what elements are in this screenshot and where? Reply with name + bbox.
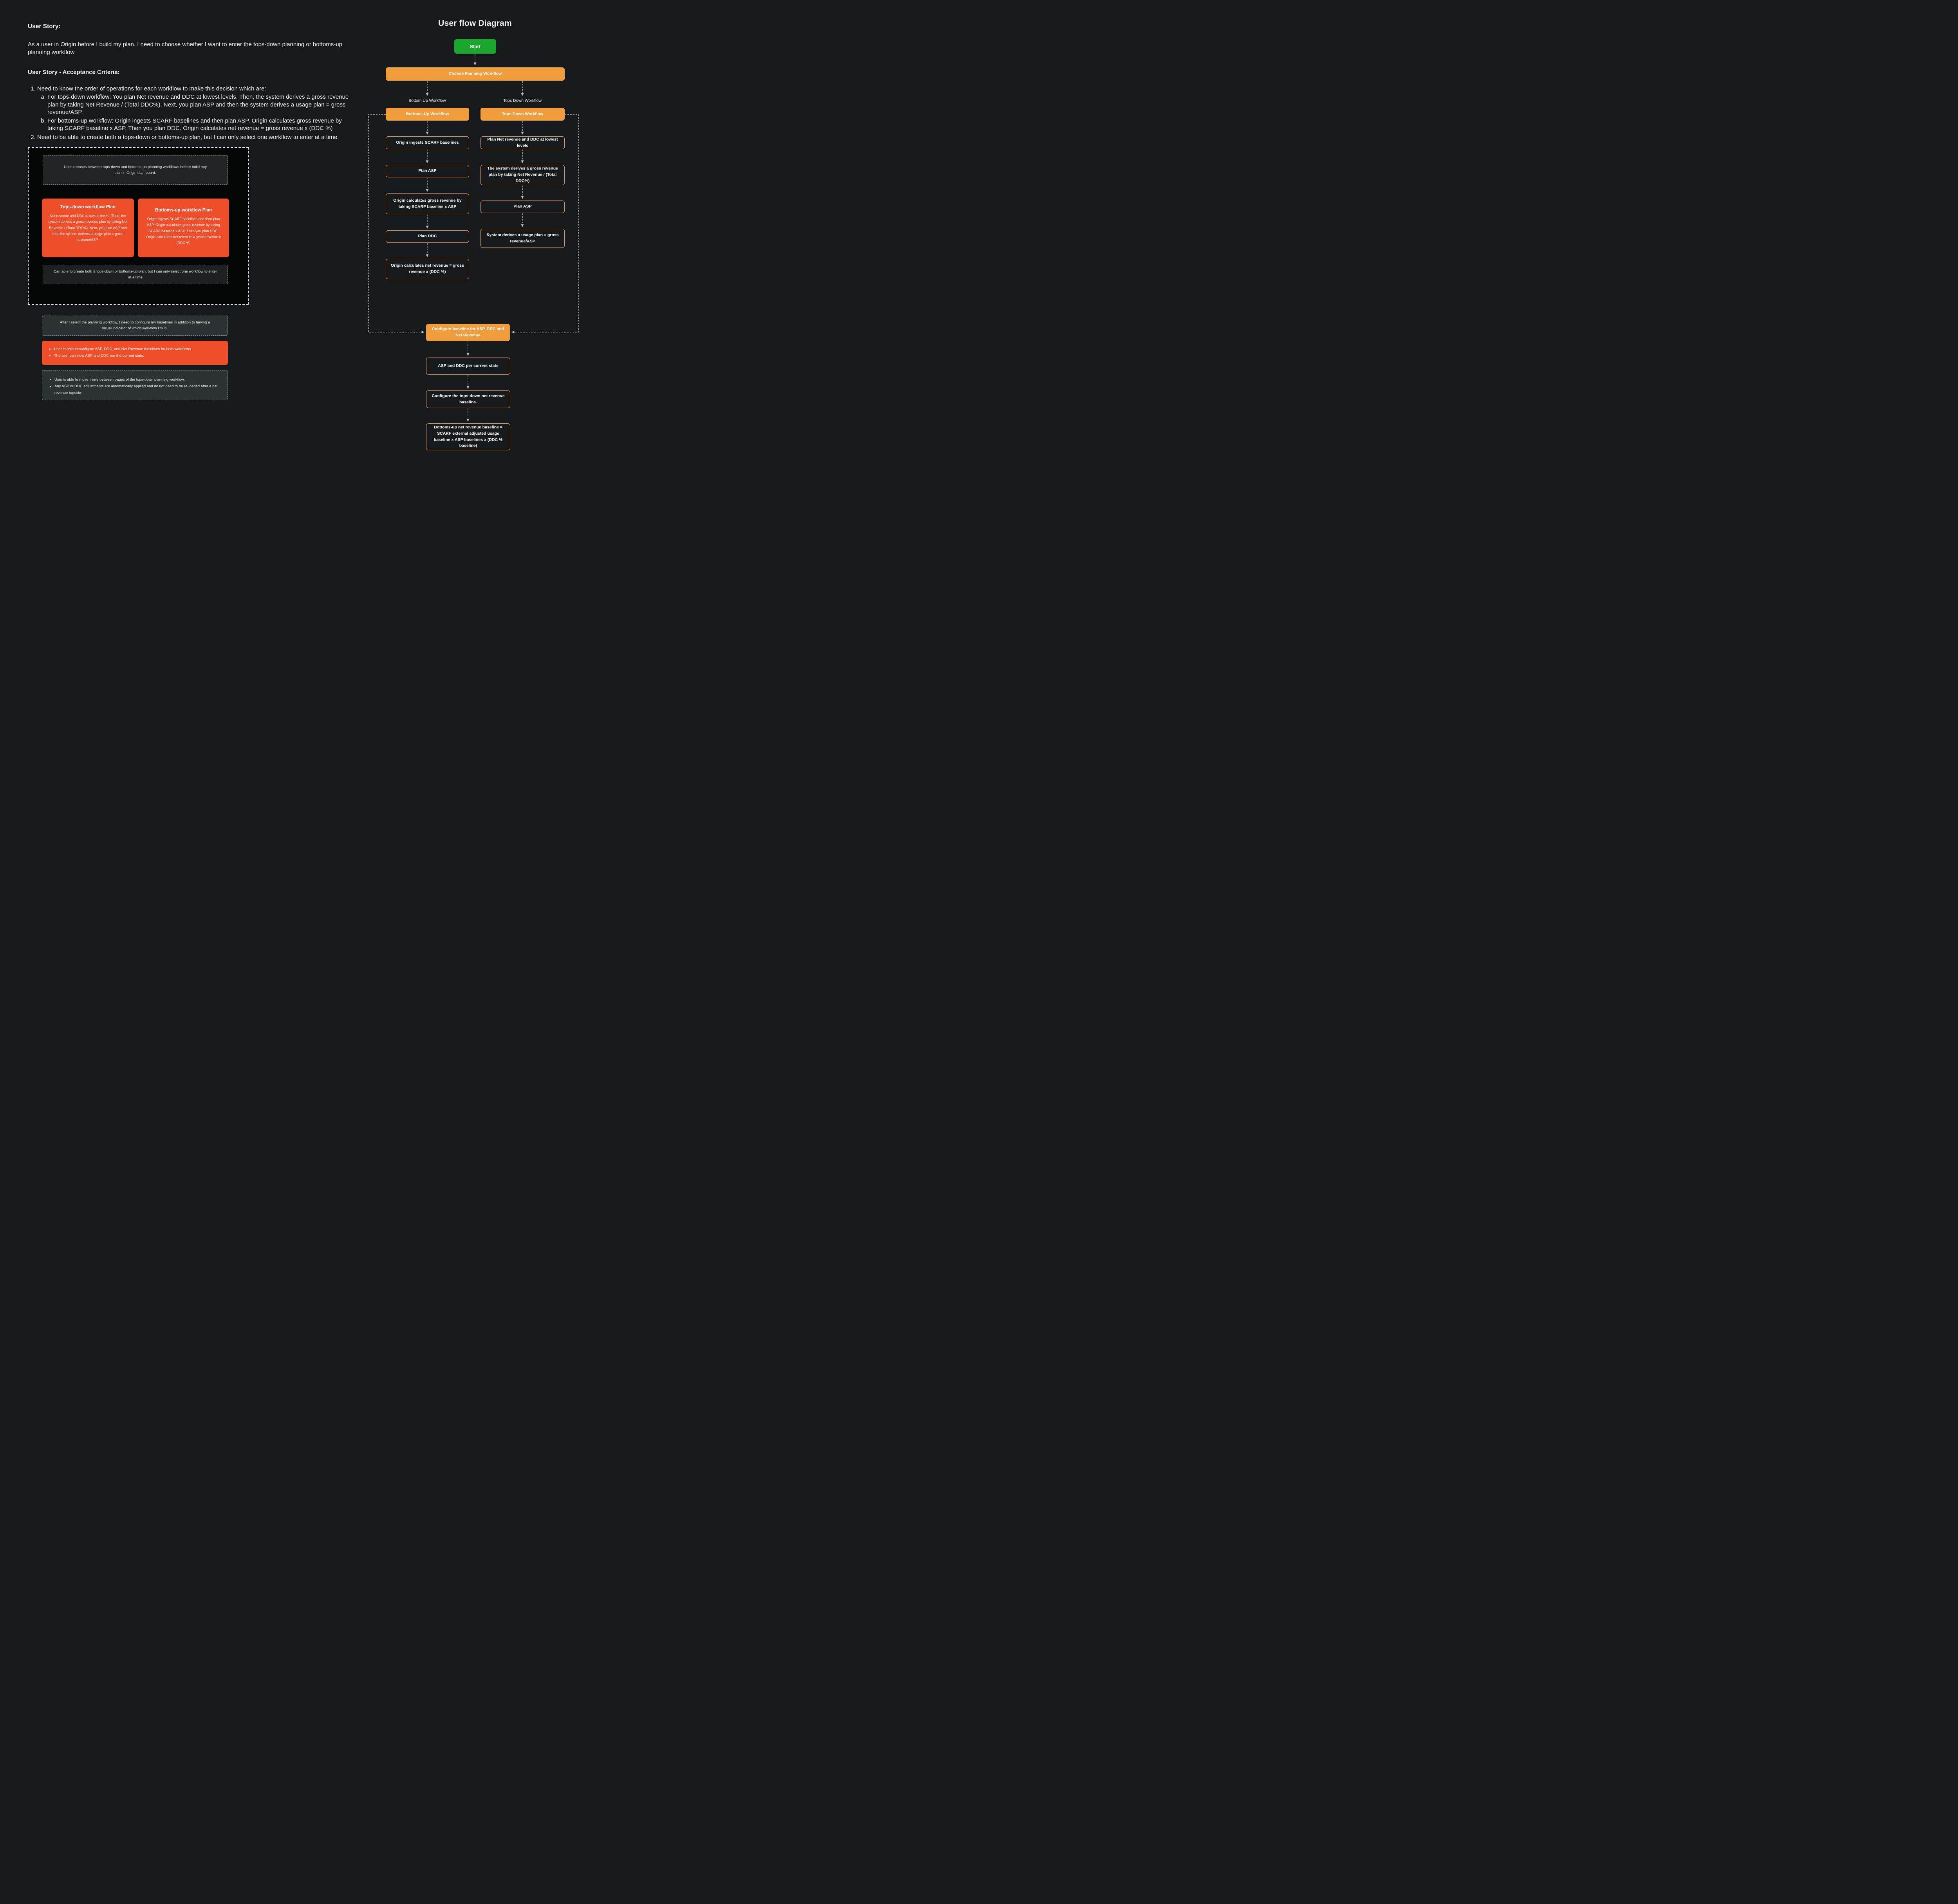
flow-node-ingest-scarf[interactable]: Origin ingests SCARF baselines	[386, 136, 469, 149]
tops-down-plan-card[interactable]: Tops-down workflow Plan Net revenue and …	[42, 199, 134, 257]
user-story-heading: User Story:	[28, 23, 61, 30]
baseline-dashed-box[interactable]: User is able to move freely between page…	[42, 370, 228, 400]
tops-down-plan-body: Net revenue and DDC at lowest levels. Th…	[48, 214, 128, 242]
story-board[interactable]: User chooses between tops-down and botto…	[28, 147, 249, 305]
flow-node-derive-usage-plan[interactable]: System derives a usage plan = gross reve…	[480, 229, 565, 248]
baseline-highlight-list: User is able to configure ASP, DDC, and …	[54, 346, 222, 359]
criteria-item-1b: For bottoms-up workflow: Origin ingests …	[47, 117, 353, 132]
board-outro-box[interactable]: Can able to create both a tops-down or b…	[43, 265, 228, 284]
flow-node-bottoms-up-workflow[interactable]: Bottoms Up Workflow	[386, 108, 469, 121]
criteria-sublist: For tops-down workflow: You plan Net rev…	[47, 93, 353, 132]
tops-down-branch-label: Tops Down Workflow	[503, 98, 542, 103]
bottoms-up-plan-title: Bottoms-up workflow Plan	[155, 208, 212, 213]
canvas: User Story: As a user in Origin before I…	[0, 0, 613, 488]
user-story-section: User Story: As a user in Origin before I…	[28, 23, 353, 142]
baseline-note-box[interactable]: After I select the planning workflow, I …	[42, 316, 228, 336]
board-intro-box[interactable]: User chooses between tops-down and botto…	[43, 155, 228, 185]
flow-node-net-revenue-calc[interactable]: Origin calculates net revenue = gross re…	[386, 259, 469, 279]
acceptance-criteria-list: Need to know the order of operations for…	[37, 85, 353, 141]
flow-node-configure-topsdown-baseline[interactable]: Configure the tops-down net revenue base…	[426, 390, 510, 408]
flow-node-bu-plan-asp[interactable]: Plan ASP	[386, 165, 469, 177]
highlight-bullet-2: The user can view ASP and DDC per the cu…	[54, 352, 222, 359]
highlight-bullet-1: User is able to configure ASP, DDC, and …	[54, 346, 222, 352]
bottoms-up-plan-body: Origin ingests SCARF baselines and then …	[146, 217, 221, 245]
criteria-item-1: Need to know the order of operations for…	[37, 85, 353, 132]
dashed-bullet-1: User is able to move freely between page…	[54, 376, 221, 383]
user-story-text: As a user in Origin before I build my pl…	[28, 41, 342, 56]
criteria-item-2: Need to be able to create both a tops-do…	[37, 134, 353, 141]
flow-node-asp-ddc-current-state[interactable]: ASP and DDC per current state	[426, 358, 510, 375]
flow-node-plan-net-revenue-ddc[interactable]: Plan Net revenue and DDC at lowest level…	[480, 136, 565, 149]
bottom-up-branch-label: Bottom Up Workflow	[408, 98, 446, 103]
dashed-bullet-2: Any ASP or DDC adjustments are automatic…	[54, 383, 221, 396]
flow-node-tops-down-workflow[interactable]: Tops Down Workflow	[480, 108, 565, 121]
flow-node-bottomsup-baseline-formula[interactable]: Bottoms-up net revenue baseline = SCARF …	[426, 423, 510, 450]
flow-node-td-plan-asp[interactable]: Plan ASP	[480, 201, 565, 213]
baseline-highlight-box[interactable]: User is able to configure ASP, DDC, and …	[42, 341, 228, 365]
flow-node-start[interactable]: Start	[454, 39, 496, 54]
tops-down-plan-title: Tops-down workflow Plan	[60, 205, 116, 210]
flow-node-plan-ddc[interactable]: Plan DDC	[386, 230, 469, 243]
baseline-dashed-list: User is able to move freely between page…	[54, 376, 221, 396]
criteria-item-1a: For tops-down workflow: You plan Net rev…	[47, 93, 353, 116]
flow-diagram-title: User flow Diagram	[438, 19, 512, 28]
flow-node-gross-revenue-calc[interactable]: Origin calculates gross revenue by takin…	[386, 193, 469, 214]
acceptance-criteria-heading: User Story - Acceptance Criteria:	[28, 69, 120, 76]
flow-node-configure-baseline[interactable]: Configure baseline for ASP, DDC and Net …	[426, 324, 510, 341]
bottoms-up-plan-card[interactable]: Bottoms-up workflow Plan Origin ingests …	[138, 199, 229, 257]
flow-node-choose-workflow[interactable]: Choose Planning Workflow	[386, 67, 565, 81]
criteria-item-1-text: Need to know the order of operations for…	[37, 85, 266, 92]
flow-node-derive-gross-revenue[interactable]: The system derives a gross revenue plan …	[480, 165, 565, 185]
